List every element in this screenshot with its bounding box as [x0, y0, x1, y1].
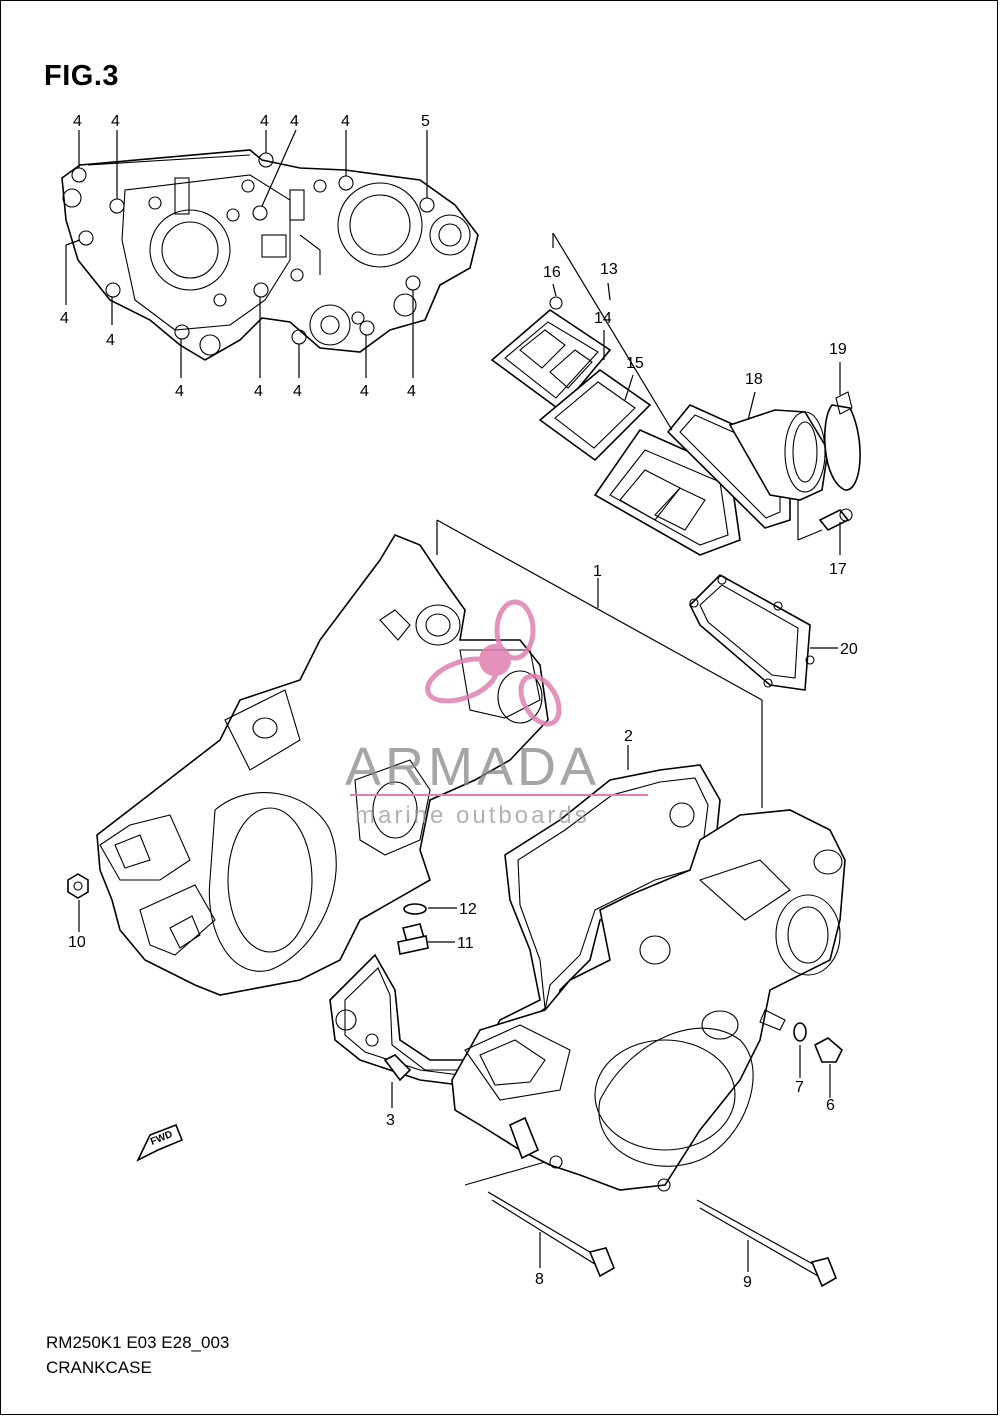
- callout-15: 15: [626, 355, 644, 372]
- crankcase-left-half: [96, 534, 549, 996]
- callout-18: 18: [745, 371, 763, 388]
- callout-16: 16: [543, 264, 561, 281]
- callout-4: 4: [260, 113, 269, 130]
- callout-17: 17: [829, 561, 847, 578]
- callout-20: 20: [840, 641, 858, 658]
- crankcase-cover-outline: [61, 149, 479, 361]
- watermark-tagline: marine outboards: [355, 802, 590, 829]
- callout-4-leaders: [65, 129, 428, 378]
- callout-19: 19: [829, 341, 847, 358]
- callout-4: 4: [290, 113, 299, 130]
- callout-4: 4: [111, 113, 120, 130]
- reed-valve-assembly: [490, 296, 861, 556]
- callout-8: 8: [535, 1271, 544, 1288]
- model-code: RM250K1 E03 E28_003: [46, 1333, 230, 1352]
- callout-3: 3: [386, 1112, 395, 1129]
- callout-4: 4: [106, 332, 115, 349]
- figure-name: CRANKCASE: [46, 1358, 152, 1377]
- callout-12: 12: [459, 901, 477, 918]
- callout-5: 5: [421, 113, 430, 130]
- callout-4: 4: [293, 383, 302, 400]
- callout-4: 4: [407, 383, 416, 400]
- intake-gasket: [689, 574, 838, 691]
- callout-4: 4: [360, 383, 369, 400]
- leader-1-top: [436, 519, 763, 701]
- crankcase-right-half: [451, 809, 846, 1192]
- reed-valve-leaders: [552, 232, 841, 555]
- small-hardware: [67, 873, 843, 1160]
- callout-4: 4: [60, 310, 69, 327]
- callout-4: 4: [341, 113, 350, 130]
- callout-10: 10: [68, 934, 86, 951]
- callout-13: 13: [600, 261, 618, 278]
- callout-2: 2: [624, 728, 633, 745]
- callout-4: 4: [254, 383, 263, 400]
- callout-6: 6: [826, 1097, 835, 1114]
- watermark-brand: ARMADA: [345, 737, 600, 797]
- callout-9: 9: [743, 1274, 752, 1291]
- watermark-logo-icon: [425, 599, 562, 727]
- callout-11: 11: [457, 935, 474, 952]
- callout-4: 4: [73, 113, 82, 130]
- callout-1: 1: [593, 563, 602, 580]
- callout-14: 14: [594, 310, 612, 327]
- fwd-arrow-icon: FWD: [136, 1123, 184, 1162]
- callout-labels: 4 4 4 4 4 5 4 4 4 4 4 4 4 16 13 14 15 18…: [60, 113, 858, 1291]
- callout-4: 4: [175, 383, 184, 400]
- crankcase-bolts: [464, 1161, 838, 1288]
- figure-title: FIG.3: [44, 60, 120, 92]
- callout-7: 7: [795, 1079, 804, 1096]
